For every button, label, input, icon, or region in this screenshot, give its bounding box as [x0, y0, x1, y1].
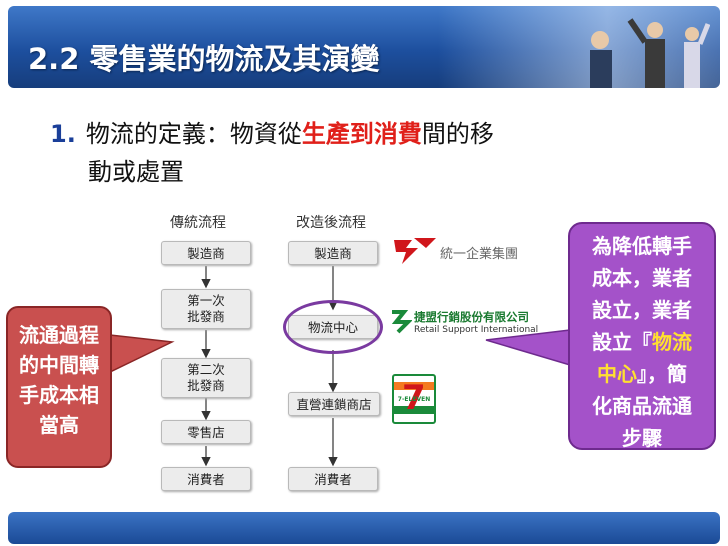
left-callout-line4: 當高	[39, 413, 79, 437]
seven-eleven-logo-text: 7-ELEVEN	[397, 396, 431, 403]
left-step-retailer: 零售店	[161, 420, 251, 444]
right-callout-line2: 成本，業者	[592, 266, 692, 290]
banner-glow	[438, 6, 720, 88]
right-callout-highlight-2: 中心	[597, 362, 637, 386]
right-callout-line4: 設立『物流	[592, 330, 692, 354]
left-callout-line1: 流通過程	[19, 323, 99, 347]
logistics-center-highlight	[283, 300, 383, 354]
left-step-manufacturer: 製造商	[161, 241, 251, 265]
bullet-suffix: 間的移	[421, 120, 494, 148]
footer-bar	[8, 512, 720, 544]
traditional-flow-title: 傳統流程	[170, 215, 226, 231]
rsi-logo-icon	[391, 310, 412, 334]
right-step-consumer: 消費者	[288, 467, 378, 491]
bullet-number: 1.	[50, 120, 76, 148]
bullet-point: 1. 物流的定義：物資從生產到消費間的移 動或處置	[50, 115, 680, 186]
left-callout-line3: 手成本相	[19, 383, 99, 407]
uni-president-logo-text: 統一企業集團	[440, 247, 519, 262]
right-callout-line5: 中心』，簡	[597, 362, 687, 386]
uni-president-logo-icon	[394, 238, 436, 264]
left-step-consumer: 消費者	[161, 467, 251, 491]
right-step-chain-store: 直營連鎖商店	[288, 392, 380, 416]
left-callout: 流通過程 的中間轉 手成本相 當高	[6, 306, 112, 468]
right-step-manufacturer: 製造商	[288, 241, 378, 265]
right-callout: 為降低轉手 成本，業者 設立，業者 設立『物流 中心』，簡 化商品流通 步驟	[568, 222, 716, 450]
rsi-logo-text-cn: 捷盟行銷股份有限公司	[414, 310, 529, 324]
left-callout-line2: 的中間轉	[19, 353, 99, 377]
bullet-prefix: 物流的定義：物資從	[85, 120, 302, 148]
left-step-second-wholesaler: 第二次批發商	[161, 358, 251, 398]
title-banner: 2.2 零售業的物流及其演變	[8, 6, 720, 88]
seven-eleven-logo-icon: 7 7-ELEVEN	[392, 374, 436, 424]
bullet-highlight: 生產到消費	[301, 120, 422, 148]
improved-flow-title: 改造後流程	[296, 215, 366, 231]
bullet-line2: 動或處置	[88, 158, 184, 186]
right-callout-line7: 步驟	[622, 426, 662, 450]
right-callout-highlight-1: 物流	[652, 330, 692, 354]
left-step-first-wholesaler: 第一次批發商	[161, 289, 251, 329]
right-callout-line6: 化商品流通	[592, 394, 692, 418]
right-callout-line1: 為降低轉手	[592, 234, 692, 258]
slide-title: 2.2 零售業的物流及其演變	[28, 42, 380, 76]
right-callout-line3: 設立，業者	[592, 298, 692, 322]
rsi-logo-text-en: Retail Support International	[414, 325, 539, 335]
business-people-illustration	[590, 18, 710, 88]
